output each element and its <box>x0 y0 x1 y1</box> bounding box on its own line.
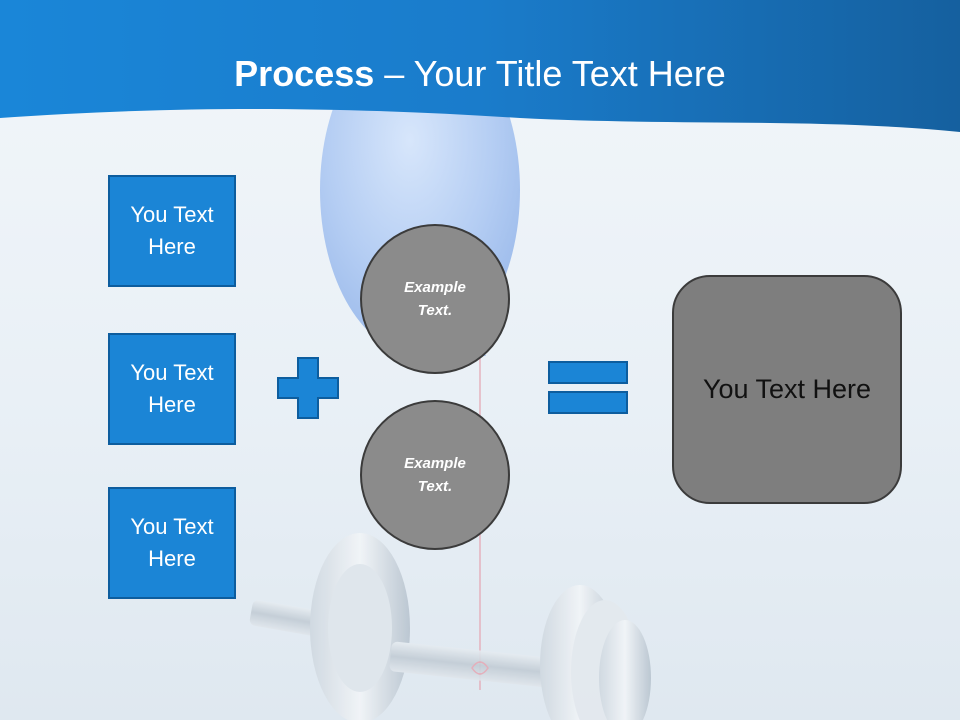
equals-icon <box>548 361 628 414</box>
operand-circle-1[interactable]: Example Text. <box>360 224 510 374</box>
dumbbell-icon <box>249 533 651 720</box>
input-box-label: You Text Here <box>130 514 214 571</box>
input-box-3[interactable]: You Text Here <box>108 487 236 599</box>
input-box-label: You Text Here <box>130 202 214 259</box>
input-box-1[interactable]: You Text Here <box>108 175 236 287</box>
input-box-label: You Text Here <box>130 360 214 417</box>
result-label: You Text Here <box>702 374 872 404</box>
plus-icon <box>277 357 339 419</box>
result-box[interactable]: You Text Here <box>672 275 902 504</box>
operand-label: Example Text. <box>404 279 466 319</box>
title-bold: Process <box>234 53 375 94</box>
input-box-2[interactable]: You Text Here <box>108 333 236 445</box>
operand-label: Example Text. <box>404 455 466 495</box>
operand-circle-2[interactable]: Example Text. <box>360 400 510 550</box>
page-title: Process – Your Title Text Here <box>0 52 960 96</box>
header-band <box>0 0 960 132</box>
title-rest: – Your Title Text Here <box>374 53 726 94</box>
